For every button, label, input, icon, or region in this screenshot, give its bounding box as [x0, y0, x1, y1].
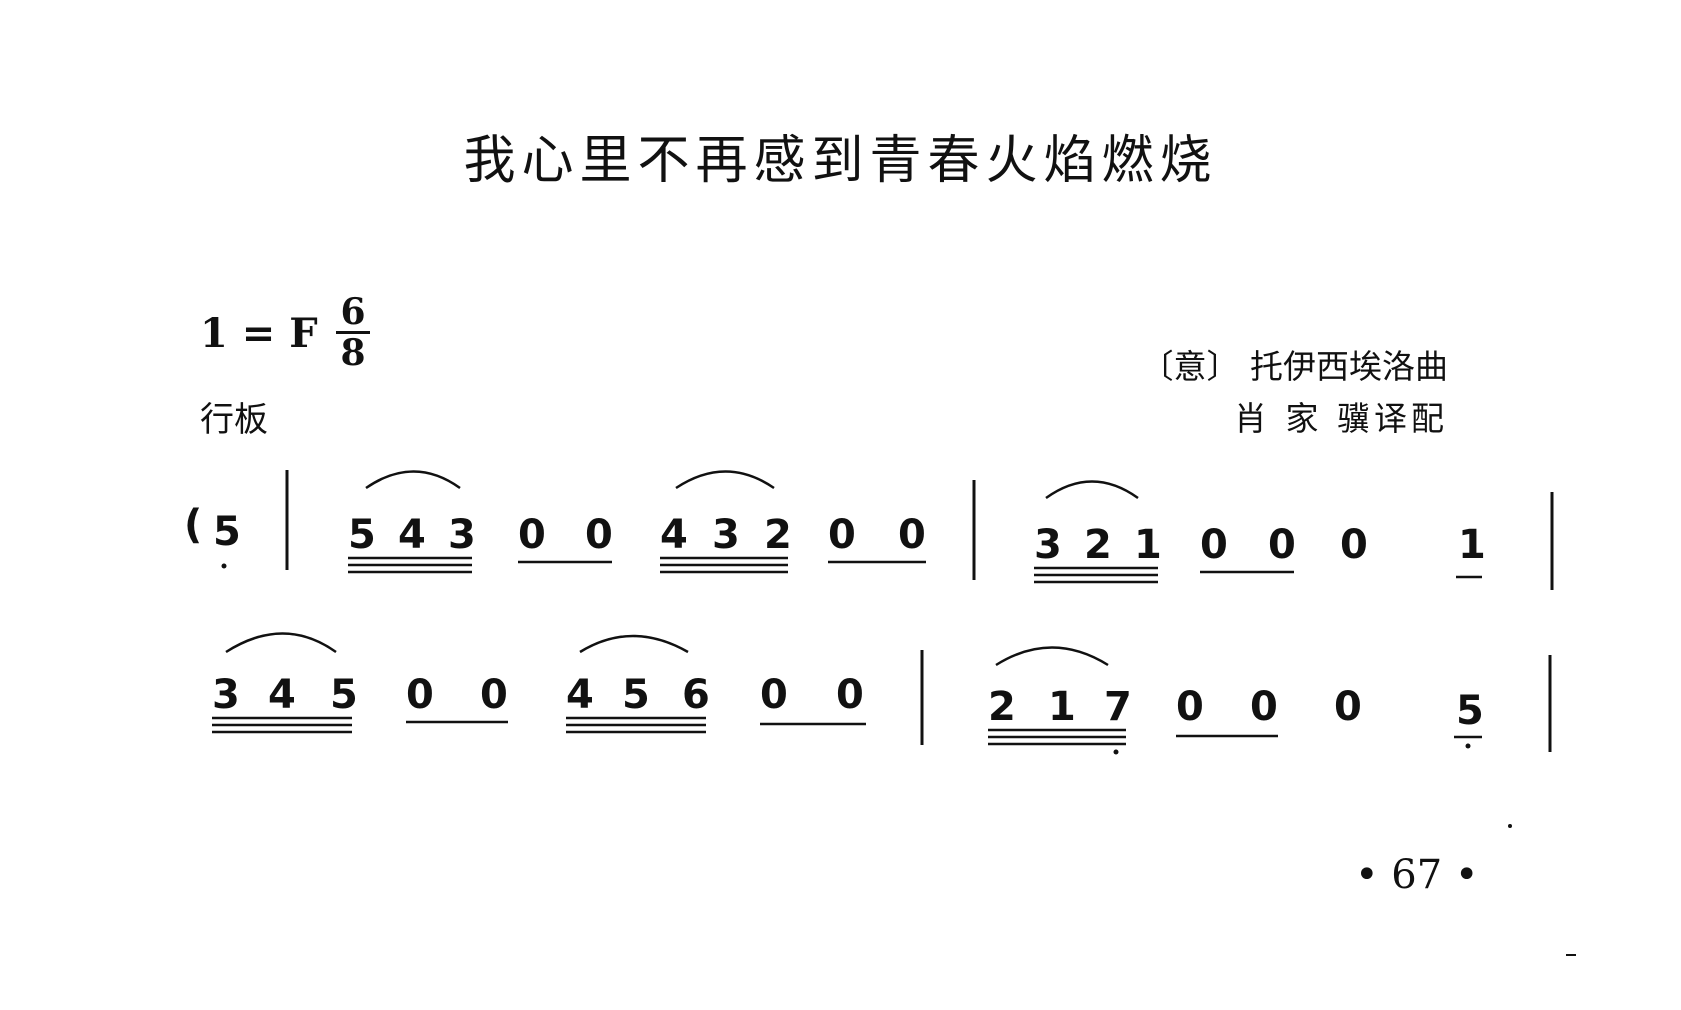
- note: 0: [518, 512, 546, 558]
- note: 2: [764, 512, 792, 558]
- slur: [365, 470, 461, 490]
- note: 3: [448, 512, 476, 558]
- low-octave-dot: [1465, 743, 1471, 749]
- note: 3: [1034, 522, 1062, 568]
- slur: [1045, 480, 1139, 500]
- song-title: 我心里不再感到青春火焰燃烧: [463, 131, 1218, 191]
- page-number: • 67 •: [1355, 852, 1479, 898]
- note: 0: [1176, 684, 1204, 730]
- arranger-credit: 肖 家 骥译配: [1234, 399, 1448, 438]
- note: 0: [828, 512, 856, 558]
- low-octave-dot: [221, 563, 227, 569]
- note: 4: [660, 512, 688, 558]
- note: 0: [1334, 684, 1362, 730]
- note: 3: [712, 512, 740, 558]
- slur: [995, 646, 1109, 667]
- tempo-marking: 行板: [200, 400, 268, 440]
- slur: [579, 634, 689, 654]
- note: 3: [212, 672, 240, 718]
- note: 2: [988, 684, 1016, 730]
- time-signature: 6 8: [336, 293, 370, 372]
- note: 0: [1340, 522, 1368, 568]
- note: 0: [898, 512, 926, 558]
- note: 4: [268, 672, 296, 718]
- note: 5: [1456, 688, 1484, 734]
- time-signature-denominator: 8: [340, 332, 366, 374]
- note: 0: [1268, 522, 1296, 568]
- note: 5: [622, 672, 650, 718]
- note: 5: [330, 672, 358, 718]
- note: 1: [1458, 522, 1486, 568]
- note: 1: [1134, 522, 1162, 568]
- note: 0: [406, 672, 434, 718]
- time-signature-numerator: 6: [336, 293, 370, 334]
- note: 0: [480, 672, 508, 718]
- composer-credit: 〔意〕 托伊西埃洛曲: [1140, 347, 1449, 386]
- note: 4: [566, 672, 594, 718]
- note: 7: [1104, 684, 1132, 730]
- pickup-paren: (: [184, 502, 202, 548]
- note: 4: [398, 512, 426, 558]
- key-signature: 1 = F: [200, 310, 318, 357]
- low-octave-dot: [1113, 749, 1119, 755]
- note: 2: [1084, 522, 1112, 568]
- note: 0: [1250, 684, 1278, 730]
- note: 5: [348, 512, 376, 558]
- note: 6: [682, 672, 710, 718]
- pickup-note: 5: [213, 509, 241, 555]
- note: 0: [585, 512, 613, 558]
- note: 0: [760, 672, 788, 718]
- note: 1: [1048, 684, 1076, 730]
- slur: [675, 470, 775, 490]
- slur: [225, 632, 337, 654]
- note: 0: [836, 672, 864, 718]
- note: 0: [1200, 522, 1228, 568]
- print-speck: [1508, 824, 1512, 828]
